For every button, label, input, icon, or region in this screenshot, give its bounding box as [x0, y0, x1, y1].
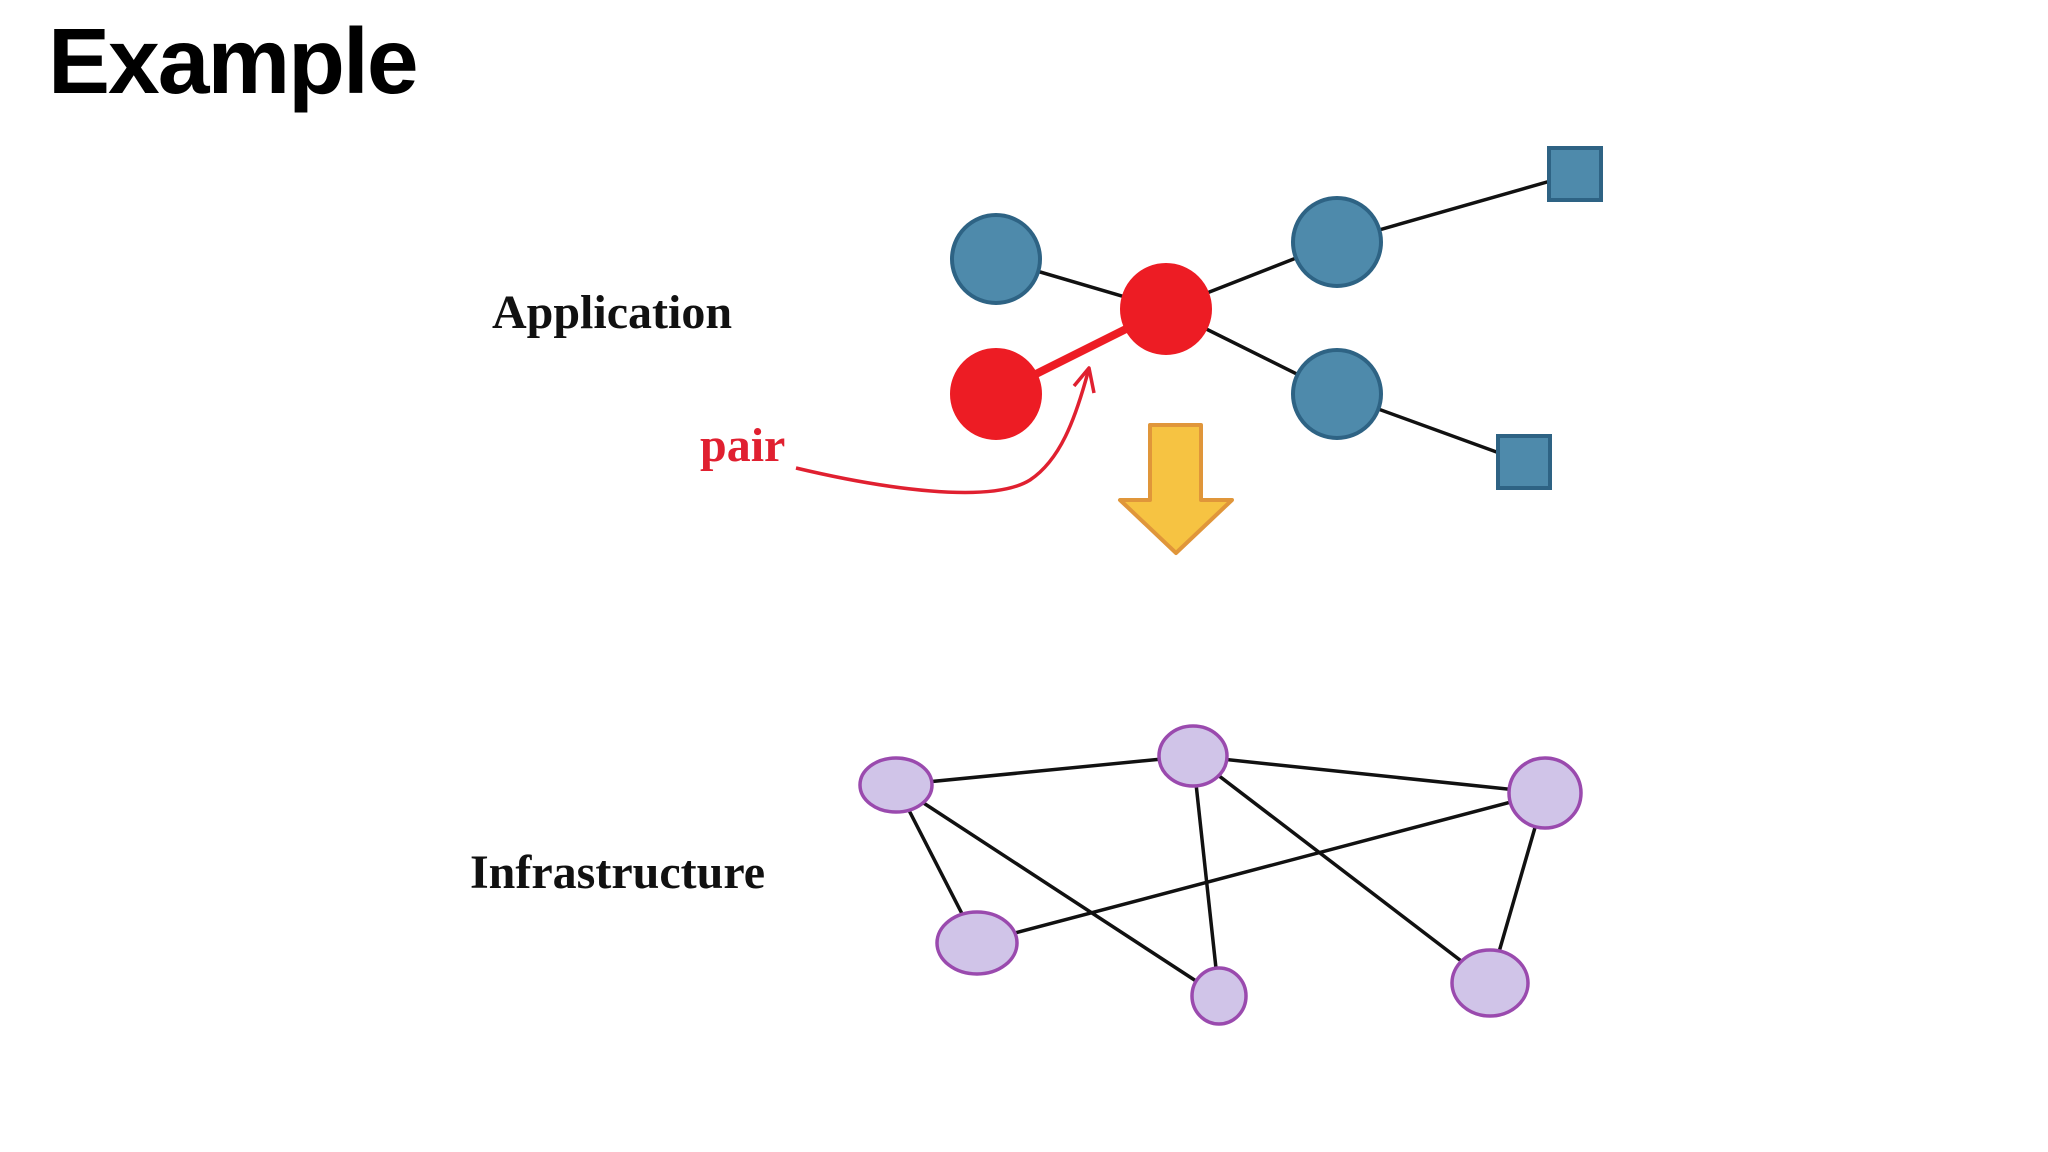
pair-node	[1120, 263, 1212, 355]
infrastructure-edge	[1191, 754, 1492, 985]
infrastructure-edges	[894, 754, 1547, 998]
infrastructure-edge	[1192, 754, 1546, 795]
mapping-down-arrow-icon	[1118, 423, 1234, 555]
slide-title: Example	[48, 9, 419, 113]
pair-node	[950, 348, 1042, 440]
pair-pointer-arrowhead	[1072, 366, 1096, 394]
application-node	[1291, 196, 1383, 288]
infrastructure-node	[1190, 966, 1248, 1026]
infrastructure-edge	[1191, 755, 1221, 997]
application-endpoint-square	[1547, 146, 1603, 202]
infrastructure-node	[1450, 948, 1530, 1018]
pair-pointer-curve	[795, 371, 1090, 495]
infrastructure-graph	[858, 724, 1583, 1026]
infrastructure-edge	[976, 791, 1546, 945]
infrastructure-node	[858, 756, 934, 814]
application-graph	[795, 146, 1603, 495]
infrastructure-node	[1507, 756, 1583, 830]
infrastructure-edge	[895, 754, 1194, 787]
infrastructure-label: Infrastructure	[470, 846, 765, 899]
infrastructure-edge	[895, 783, 1220, 998]
application-endpoint-square	[1496, 434, 1552, 490]
application-node	[950, 213, 1042, 305]
application-label: Application	[492, 286, 732, 339]
infrastructure-node	[935, 910, 1019, 976]
application-edges	[995, 172, 1576, 464]
application-node	[1291, 348, 1383, 440]
pair-label: pair	[700, 419, 785, 472]
infrastructure-node	[1157, 724, 1229, 788]
